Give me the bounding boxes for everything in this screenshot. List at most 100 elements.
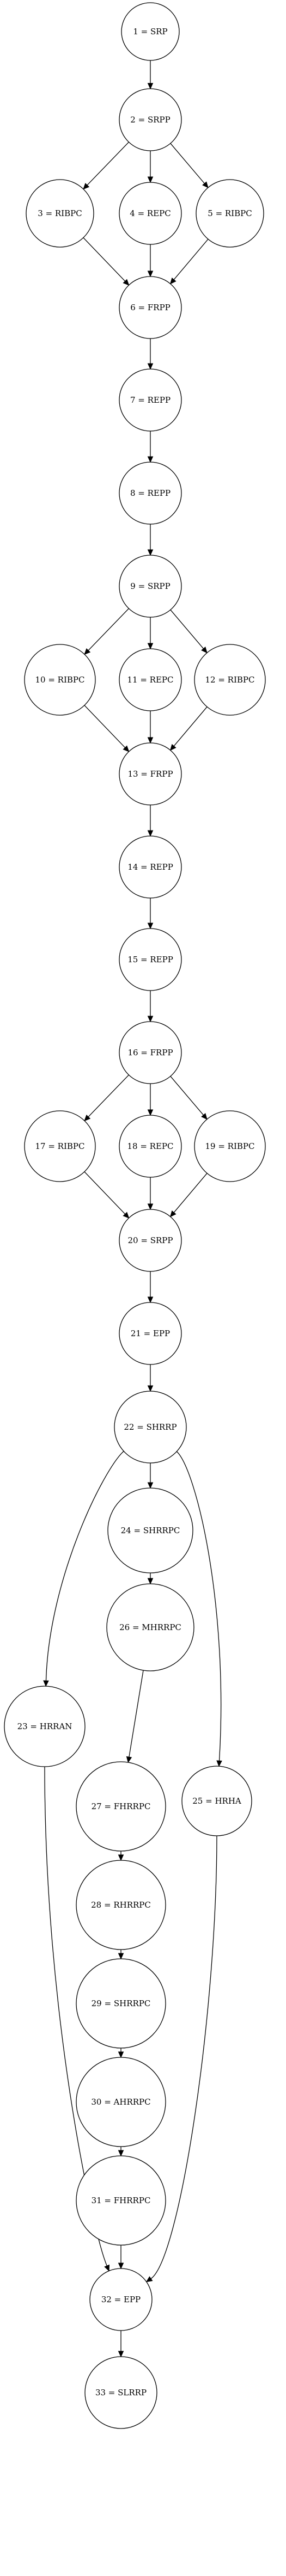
node-circle bbox=[4, 1686, 86, 1767]
node-label: 1 = SRP bbox=[133, 27, 167, 36]
node-label: 14 = REPP bbox=[127, 862, 173, 872]
node-label: 23 = HRRAN bbox=[17, 1722, 72, 1731]
edge-arrowhead-n19-n20 bbox=[169, 1210, 177, 1218]
node-label: 9 = SRPP bbox=[130, 581, 170, 591]
node-n22: 22 = SHRRP bbox=[114, 1391, 187, 1464]
node-label: 3 = RIBPC bbox=[38, 208, 82, 218]
edge-arrowhead-n2-n5 bbox=[202, 181, 209, 188]
edge-n25-n32 bbox=[150, 1835, 217, 2279]
node-circle bbox=[119, 555, 182, 618]
node-circle bbox=[114, 1391, 187, 1464]
node-n31: 31 = FHRRPC bbox=[76, 2155, 166, 2246]
nodes-layer: 1 = SRP 2 = SRPP 3 = RIBPC 4 = REPC 5 = RIBP… bbox=[4, 2, 266, 2429]
node-label: 12 = RIBPC bbox=[205, 675, 254, 685]
node-n9: 9 = SRPP bbox=[119, 555, 182, 618]
edge-n2-n3 bbox=[87, 142, 129, 186]
node-label: 22 = SHRRP bbox=[124, 1422, 177, 1432]
node-n3: 3 = RIBPC bbox=[26, 179, 94, 248]
edge-arrowhead-n14-n15 bbox=[147, 923, 154, 930]
node-label: 16 = FRPP bbox=[127, 1048, 173, 1058]
edge-arrowhead-n21-n22 bbox=[147, 1385, 154, 1392]
node-circle bbox=[119, 648, 182, 711]
edge-arrowhead-n20-n21 bbox=[147, 1296, 154, 1304]
edge-n10-n13 bbox=[84, 705, 126, 748]
edge-n16-n17 bbox=[88, 1074, 129, 1117]
node-circle bbox=[119, 928, 182, 991]
node-circle bbox=[76, 1958, 166, 2049]
edge-arrowhead-n25-n32 bbox=[145, 2276, 153, 2283]
node-label: 33 = SLRRP bbox=[95, 2388, 147, 2397]
node-n13: 13 = FRPP bbox=[119, 742, 182, 806]
node-n14: 14 = REPP bbox=[119, 835, 182, 899]
node-circle bbox=[196, 179, 264, 248]
node-n24: 24 = SHRRPC bbox=[107, 1487, 193, 1573]
node-circle bbox=[119, 368, 182, 432]
node-circle bbox=[119, 1209, 182, 1272]
node-circle bbox=[26, 179, 94, 248]
node-label: 17 = RIBPC bbox=[35, 1141, 84, 1151]
edge-n22-n23 bbox=[45, 1450, 124, 1681]
edge-arrowhead-n26-n27 bbox=[126, 1756, 132, 1763]
edge-arrowhead-n23-n32 bbox=[104, 2264, 109, 2272]
node-circle bbox=[119, 1302, 182, 1365]
node-label: 24 = SHRRPC bbox=[121, 1526, 180, 1535]
node-n10: 10 = RIBPC bbox=[24, 644, 96, 716]
edge-arrowhead-n2-n4 bbox=[147, 176, 154, 183]
node-n30: 30 = AHRRPC bbox=[76, 2057, 166, 2147]
edge-arrowhead-n32-n33 bbox=[118, 2351, 124, 2358]
node-label: 6 = FRPP bbox=[130, 303, 171, 312]
node-n33: 33 = SLRRP bbox=[84, 2356, 157, 2429]
node-label: 5 = RIBPC bbox=[208, 208, 252, 218]
node-circle bbox=[84, 2356, 157, 2429]
node-label: 30 = AHRRPC bbox=[91, 2097, 150, 2107]
edge-arrowhead-n8-n9 bbox=[147, 549, 154, 556]
node-n11: 11 = REPC bbox=[119, 648, 182, 711]
edge-n3-n6 bbox=[83, 237, 126, 282]
node-circle bbox=[121, 2, 180, 61]
node-n2: 2 = SRPP bbox=[119, 88, 182, 151]
edge-n9-n12 bbox=[170, 610, 204, 649]
node-n25: 25 = HRHA bbox=[181, 1766, 252, 1836]
node-circle bbox=[119, 1115, 182, 1178]
node-label: 28 = RHRRPC bbox=[91, 1900, 151, 1910]
node-n16: 16 = FRPP bbox=[119, 1021, 182, 1084]
edge-arrowhead-n22-n23 bbox=[43, 1680, 49, 1687]
node-circle bbox=[76, 2155, 166, 2246]
node-n32: 32 = EPP bbox=[89, 2268, 153, 2331]
edge-arrowhead-n13-n14 bbox=[147, 830, 154, 837]
node-circle bbox=[119, 276, 182, 339]
node-label: 19 = RIBPC bbox=[205, 1141, 254, 1151]
node-label: 18 = REPC bbox=[127, 1141, 173, 1151]
edge-arrowhead-n18-n20 bbox=[147, 1203, 154, 1210]
node-n20: 20 = SRPP bbox=[119, 1209, 182, 1272]
node-n17: 17 = RIBPC bbox=[24, 1110, 96, 1182]
node-n28: 28 = RHRRPC bbox=[76, 1860, 166, 1950]
node-label: 10 = RIBPC bbox=[35, 675, 84, 685]
edge-arrowhead-n9-n11 bbox=[147, 643, 154, 650]
edge-n23-n32 bbox=[44, 1766, 107, 2266]
node-circle bbox=[76, 1761, 166, 1852]
edge-arrowhead-n1-n2 bbox=[147, 83, 154, 90]
node-n6: 6 = FRPP bbox=[119, 276, 182, 339]
edge-arrowhead-n9-n10 bbox=[84, 648, 91, 655]
edge-n12-n13 bbox=[173, 706, 208, 747]
edge-arrowhead-n11-n13 bbox=[147, 737, 154, 744]
edge-arrowhead-n10-n13 bbox=[123, 745, 130, 752]
node-n8: 8 = REPP bbox=[119, 462, 182, 525]
node-circle bbox=[24, 644, 96, 716]
edge-n26-n27 bbox=[129, 1670, 144, 1757]
node-n23: 23 = HRRAN bbox=[4, 1686, 86, 1767]
node-circle bbox=[106, 1583, 194, 1671]
edge-arrowhead-n5-n6 bbox=[169, 278, 177, 285]
node-n26: 26 = MHRRPC bbox=[106, 1583, 194, 1671]
edge-n22-n25 bbox=[176, 1451, 222, 1761]
edge-arrowhead-n9-n12 bbox=[201, 647, 208, 654]
node-label: 15 = REPP bbox=[127, 955, 173, 964]
node-label: 4 = REPC bbox=[130, 208, 171, 218]
node-n15: 15 = REPP bbox=[119, 928, 182, 991]
edge-arrowhead-n29-n30 bbox=[118, 2051, 124, 2058]
node-circle bbox=[119, 742, 182, 806]
node-circle bbox=[181, 1766, 252, 1836]
node-n27: 27 = FHRRPC bbox=[76, 1761, 166, 1852]
